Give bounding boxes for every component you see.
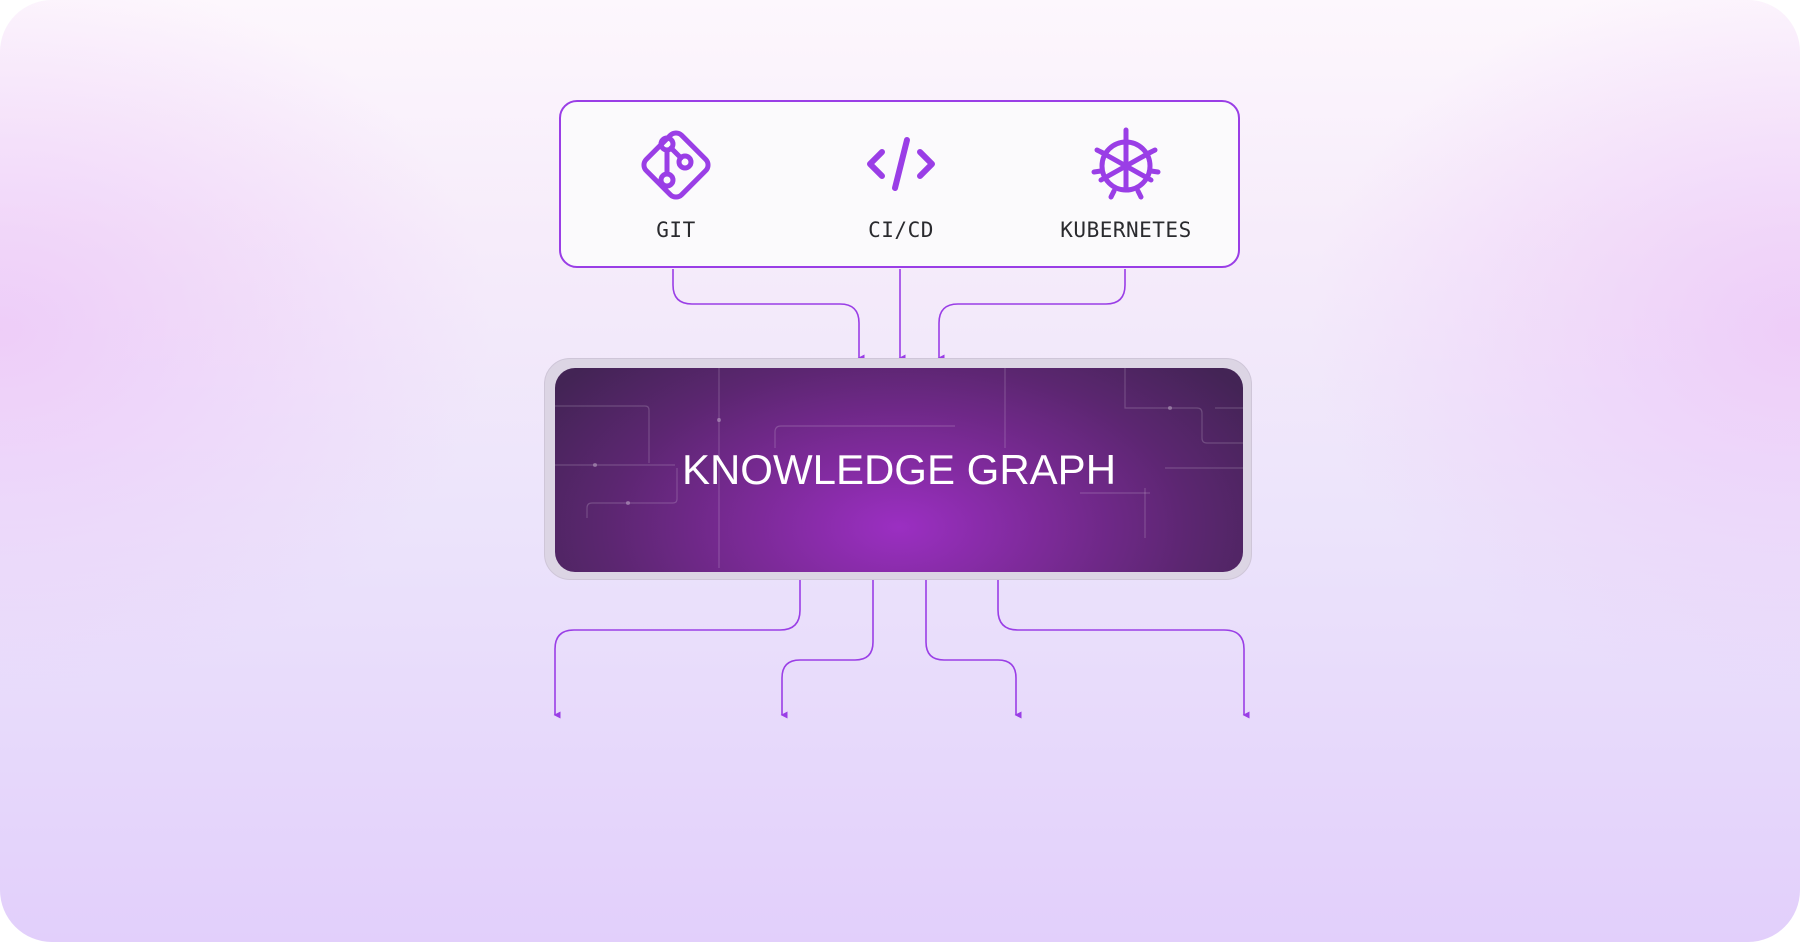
kubernetes-icon — [1081, 120, 1171, 214]
source-kubernetes: KUBERNETES — [1031, 102, 1221, 270]
source-label-git: GIT — [656, 218, 696, 242]
knowledge-graph-block: KNOWLEDGE GRAPH — [555, 368, 1243, 572]
connector-output-4 — [997, 580, 1250, 719]
source-label-cicd: CI/CD — [868, 218, 934, 242]
connector-kubernetes-to-graph — [937, 269, 1126, 362]
connector-output-2 — [780, 580, 874, 719]
knowledge-graph-title: KNOWLEDGE GRAPH — [681, 446, 1117, 493]
connector-git-to-graph — [672, 269, 865, 362]
connector-output-3 — [925, 580, 1022, 719]
sources-panel: GIT CI/CD — [559, 100, 1240, 268]
connector-output-1 — [553, 580, 801, 719]
source-label-kubernetes: KUBERNETES — [1060, 218, 1192, 242]
circuit-pattern — [555, 368, 1243, 568]
source-cicd: CI/CD — [806, 102, 996, 270]
source-git: GIT — [581, 102, 771, 270]
code-icon — [856, 120, 946, 214]
git-icon — [631, 120, 721, 214]
